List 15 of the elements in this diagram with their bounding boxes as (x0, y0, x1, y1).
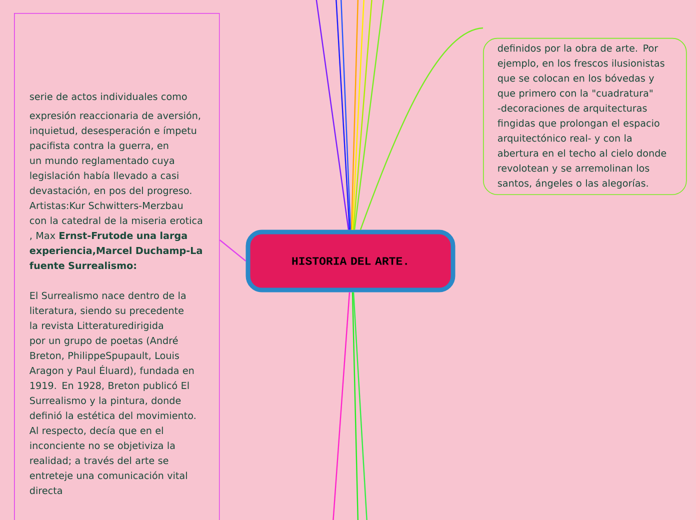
connector-line (219, 240, 246, 262)
connector-line (352, 0, 365, 230)
connector-line (352, 292, 368, 520)
connector-line (352, 0, 373, 230)
connector-line (340, 0, 352, 230)
connector-line (354, 0, 385, 230)
connector-line (315, 0, 350, 230)
connector-line (332, 292, 350, 520)
connector-line (352, 292, 359, 520)
note-box: serie de actos individuales como expresión reaccionaria de aversión, inquietud, desesperación e ímpetu pacifista contra la guerra, en un mundo reglamentado cuya legislación había llevado a casi devastación, en pos del progreso. Artistas:Kur Schwitters-Merzbau con la catedral de la miseria erotica , Max Ernst-Frutode una larga experiencia,Marcel Duchamp-La fuente Surrealismo: El Surrealismo nace dentro de la literatura, siendo su precedente la revista Litteraturedirigida por un grupo de poetas (André Breton, PhilippeSpupault, Louis Aragon y Paul Éluard), fundada en 1919. En 1928, Breton publicó El Surrealismo y la pintura, donde definió la estética del movimiento. Al respecto, decía que en el inconciente no se objetiviza la realidad; a través del arte se entreteje una comunicación vital directa (14, 13, 220, 520)
connector-line (335, 0, 350, 230)
connector-line (350, 0, 359, 230)
connector-line (360, 27, 484, 230)
topic-box: HISTORIA DEL ARTE. (246, 230, 456, 292)
note-box: definidos por la obra de arte. Por ejemplo, en los frescos ilusionistas que se colocan en los bóvedas y que primero con la "cuadratura" -decoraciones de arquitecturas fingidas que prolongan el espacio arquitectónico real- y con la abertura en el techo al cielo donde revolotean y se arremolinan los santos, ángeles o las alegorías. (483, 38, 687, 195)
